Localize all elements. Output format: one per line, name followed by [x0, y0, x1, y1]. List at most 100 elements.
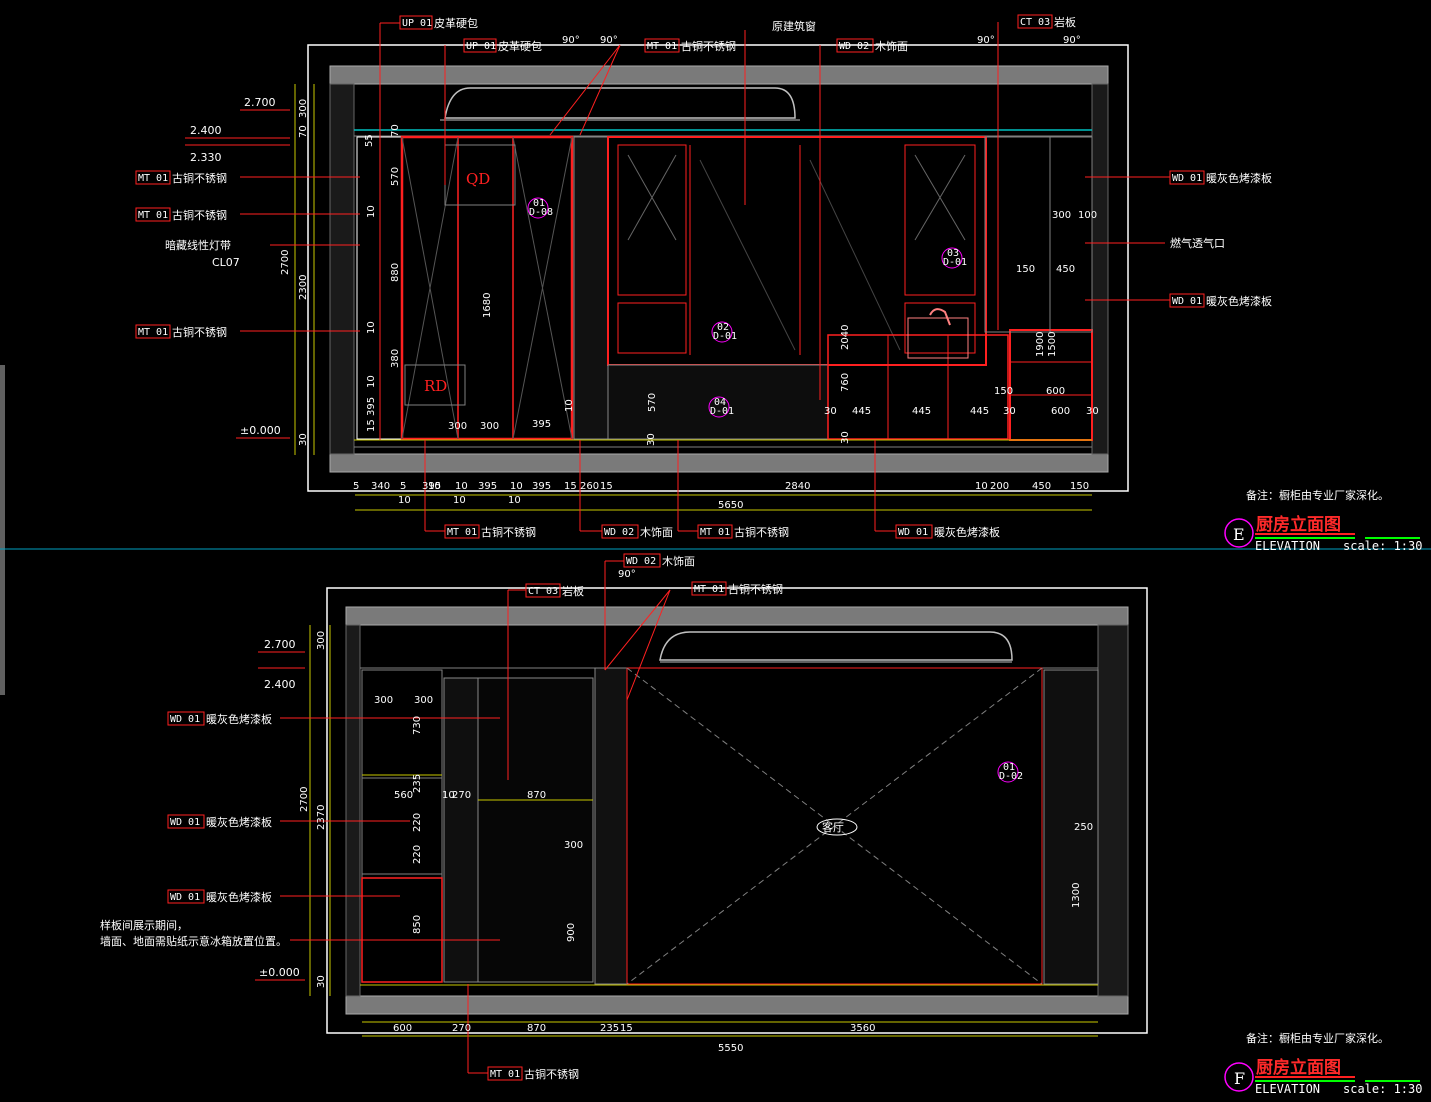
callout-e-bottom-2-text: 木饰面 [640, 525, 673, 539]
callout-e-left-5-code: MT 01 [138, 327, 168, 338]
dim-f-inner-v-5: 900 [566, 923, 577, 942]
dim-e-outer-0: 300 [298, 99, 309, 118]
callout-f-left-2-code: WD 01 [170, 817, 200, 828]
dim-e-inner-9: 30 [1086, 406, 1099, 417]
dim-e-inner-15: 450 [1056, 264, 1075, 275]
tag-rd: RD [424, 377, 447, 395]
dim-f-outer-3: 30 [316, 975, 327, 988]
symbol-e-1-num: 01 [533, 198, 545, 209]
dim-e-inner-4: 445 [852, 406, 871, 417]
level-e-0000: ±0.000 [240, 424, 281, 437]
dim-f-bottom-1: 270 [452, 1023, 471, 1034]
level-f-2400: 2.400 [264, 678, 296, 691]
angle-e-4: 90° [1063, 35, 1081, 46]
symbol-f-1-num: 01 [1003, 762, 1015, 773]
dim-f-inner-v-6: 1300 [1071, 883, 1082, 908]
dim-e-inner-v-5: 10 [366, 321, 377, 334]
callout-f-wd02-text: 木饰面 [662, 554, 695, 568]
callout-e-up01-b-text: 皮革硬包 [498, 39, 542, 53]
callout-f-ct03-text: 岩板 [562, 584, 584, 598]
angle-e-2: 90° [600, 35, 618, 46]
angle-f: 90° [618, 569, 636, 580]
subtitle-e: ELEVATION [1255, 539, 1320, 553]
dim-e-inner-v-9: 15 [366, 419, 377, 432]
dim-f-outer-2: 2370 [316, 805, 327, 830]
dim-e-inner-8: 600 [1046, 386, 1065, 397]
dim-e-bottom-13: 10 [975, 481, 988, 492]
dim-e-bottom-6: 395 [478, 481, 497, 492]
dim-e-bottom-12: 2840 [785, 481, 810, 492]
dim-f-inner-v-4: 850 [412, 915, 423, 934]
elevation-f [309, 587, 1148, 1037]
dim-e-inner-v-8: 395 [366, 397, 377, 416]
dim-e-inner-7: 30 [1003, 406, 1016, 417]
dim-e-inner-v-18: 1500 [1047, 332, 1058, 357]
callout-e-left-3-text: 暗藏线性灯带 [165, 238, 231, 252]
level-f-0000: ±0.000 [259, 966, 300, 979]
dim-e-inner-14: 150 [1016, 264, 1035, 275]
callout-f-bottom-text: 古铜不锈钢 [524, 1067, 579, 1081]
callout-f-left-1-text: 暖灰色烤漆板 [206, 712, 272, 726]
symbol-e-2-num: 02 [717, 322, 729, 333]
callout-f-ct03-code: CT 03 [528, 586, 558, 597]
callout-e-bottom-1-text: 古铜不锈钢 [481, 525, 536, 539]
callout-e-wd02-code: WD 02 [839, 41, 869, 52]
dim-e-bottom-4: 395 [422, 481, 441, 492]
callout-e-right-3-code: WD 01 [1172, 296, 1202, 307]
elevation-f-frame [326, 587, 1148, 1034]
note-f-left-2: 墙面、地面需贴纸示意冰箱放置位置。 [100, 934, 287, 948]
dim-e-outer-1: 70 [298, 125, 309, 138]
dim-e-inner-5: 445 [912, 406, 931, 417]
dim-f-bottom-3: 235 [600, 1023, 619, 1034]
dim-e-inner-v-14: 2040 [840, 325, 851, 350]
callout-e-up01-b-code: UP 01 [466, 41, 496, 52]
dim-f-inner-2: 560 [394, 790, 413, 801]
callout-f-left-3-text: 暖灰色烤漆板 [206, 890, 272, 904]
callout-e-right-3-text: 暖灰色烤漆板 [1206, 294, 1272, 308]
dim-e-inner-v-15: 760 [840, 373, 851, 392]
callout-f-mt01-text: 古铜不锈钢 [728, 582, 783, 596]
dim-e-inner-12: 300 [1052, 210, 1071, 221]
symbol-f-1-ref: D-02 [999, 771, 1023, 782]
dim-e-inner-v-0: 55 [364, 134, 375, 147]
callout-e-up01-a-text: 皮革硬包 [434, 16, 478, 30]
callout-e-left-2-code: MT 01 [138, 210, 168, 221]
dim-f-inner-v-0: 730 [412, 716, 423, 735]
viewport-scroll-handle[interactable] [0, 365, 5, 695]
note-f-left-1: 样板间展示期间， [100, 918, 188, 932]
dim-f-outer-1: 2700 [299, 787, 310, 812]
dim-e-inner-v-2: 570 [390, 167, 401, 186]
callout-e-left-4-text: CL07 [212, 256, 240, 269]
callout-f-wd02-code: WD 02 [626, 556, 656, 567]
dim-e-inner-3: 30 [824, 406, 837, 417]
dim-f-outer-0: 300 [316, 631, 327, 650]
dim-f-inner-v-1: 235 [412, 774, 423, 793]
dim-e-inner-2: 395 [532, 419, 551, 430]
dim-f-inner-5: 870 [527, 790, 546, 801]
dim-e-bottom-0: 5 [353, 481, 359, 492]
dim-f-inner-4: 270 [452, 790, 471, 801]
dim-e-inner-v-13: 30 [646, 433, 657, 446]
dim-f-bottom-5: 3560 [850, 1023, 875, 1034]
callout-e-bottom-2-code: WD 02 [604, 527, 634, 538]
dim-e-bottom-2: 5 [400, 481, 406, 492]
callout-f-left-1-code: WD 01 [170, 714, 200, 725]
callout-e-left-1-code: MT 01 [138, 173, 168, 184]
callout-e-bottom-3-text: 古铜不锈钢 [734, 525, 789, 539]
title-f: 厨房立面图 [1256, 1057, 1341, 1078]
callout-e-right-2-text: 燃气透气口 [1170, 236, 1225, 250]
level-e-2400: 2.400 [190, 124, 222, 137]
dim-e-inner-v-7: 10 [366, 375, 377, 388]
dim-e-inner-v-4: 880 [390, 263, 401, 282]
dim-e-bottom-row2-1: 10 [453, 495, 466, 506]
dim-e-inner-13: 100 [1078, 210, 1097, 221]
dim-e-bottom-1: 340 [371, 481, 390, 492]
symbol-e-3-num: 03 [947, 248, 959, 259]
dim-e-bottom-3: 10 [428, 481, 441, 492]
elevation-f-callouts: WD 02 木饰面 90° CT 03 岩板 MT 01 古铜不锈钢 2.700… [100, 553, 1422, 1096]
dim-e-bottom-9: 15 [564, 481, 577, 492]
callout-e-bottom-4-text: 暖灰色烤漆板 [934, 525, 1000, 539]
